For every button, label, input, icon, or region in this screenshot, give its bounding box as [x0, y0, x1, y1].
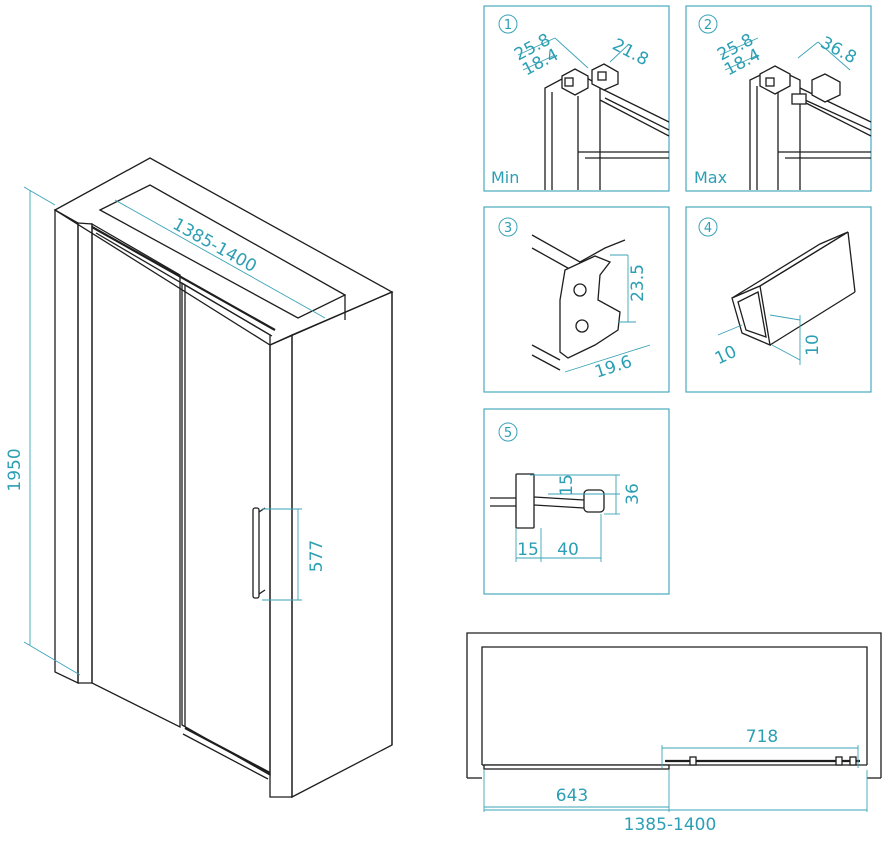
svg-text:15: 15 [517, 540, 539, 560]
right-wall-face [269, 333, 293, 798]
svg-text:23.5: 23.5 [628, 264, 648, 302]
detail-3-number-badge [498, 217, 518, 237]
svg-text:5: 5 [504, 426, 512, 441]
glass-clamp [515, 473, 535, 529]
detail-4-border [685, 206, 872, 393]
svg-text:2: 2 [704, 18, 712, 33]
width-label: 1385-1400 [169, 214, 260, 276]
handle-grip [583, 489, 605, 513]
detail-2-border [685, 5, 872, 192]
fixed-glass-panel [91, 222, 181, 729]
plan-inner-wall [481, 646, 868, 765]
top-rail [91, 226, 276, 331]
svg-text:15: 15 [557, 474, 577, 496]
detail-1-number-badge [498, 14, 518, 34]
svg-text:10: 10 [803, 334, 823, 356]
total-width-label: 1385-1400 [624, 815, 717, 835]
detail-3-border [483, 206, 670, 393]
detail-5-border [483, 408, 670, 595]
bottom-rail [184, 727, 271, 774]
detail-5-number-badge [498, 422, 518, 442]
left-wall-face [54, 208, 79, 685]
detail-4-number-badge [698, 217, 718, 237]
door-label: 643 [556, 786, 588, 806]
detail-2-number-badge [698, 14, 718, 34]
height-label: 1950 [5, 448, 25, 491]
plan-sliding-door [483, 764, 670, 770]
svg-text:36: 36 [623, 483, 643, 505]
detail-4-tube: 4 10 10 [685, 206, 872, 393]
plan-outer-wall [466, 632, 882, 778]
svg-text:40: 40 [557, 540, 579, 560]
detail-1-mode-label: Min [491, 168, 519, 187]
panel-label: 718 [746, 727, 778, 747]
top-plan-view: 718 643 1385-1400 [466, 632, 882, 835]
svg-text:1: 1 [504, 18, 512, 33]
svg-text:21.8: 21.8 [609, 35, 652, 70]
svg-text:19.6: 19.6 [592, 352, 634, 383]
svg-text:10: 10 [712, 342, 740, 369]
handle-label: 577 [307, 540, 327, 572]
detail-2-mode-label: Max [694, 168, 727, 187]
detail-1-frame-min: 1 25.8 18.4 21.8 Min [483, 5, 670, 192]
right-wall-side [291, 291, 393, 799]
detail-3-profile: 3 23.5 19.6 [483, 206, 670, 393]
main-isometric-view: 1950 1385-1400 577 [5, 157, 394, 799]
width-dimension-line [114, 199, 326, 319]
profile-section [559, 255, 621, 359]
detail-5-handle-section: 5 15 36 15 40 [483, 408, 670, 595]
detail-1-border [483, 5, 670, 192]
detail-2-frame-max: 2 25.8 18.4 36.8 Max [685, 5, 872, 192]
svg-text:4: 4 [704, 221, 712, 236]
svg-text:3: 3 [504, 221, 512, 236]
svg-text:36.8: 36.8 [817, 33, 860, 68]
door-handle [252, 507, 260, 599]
